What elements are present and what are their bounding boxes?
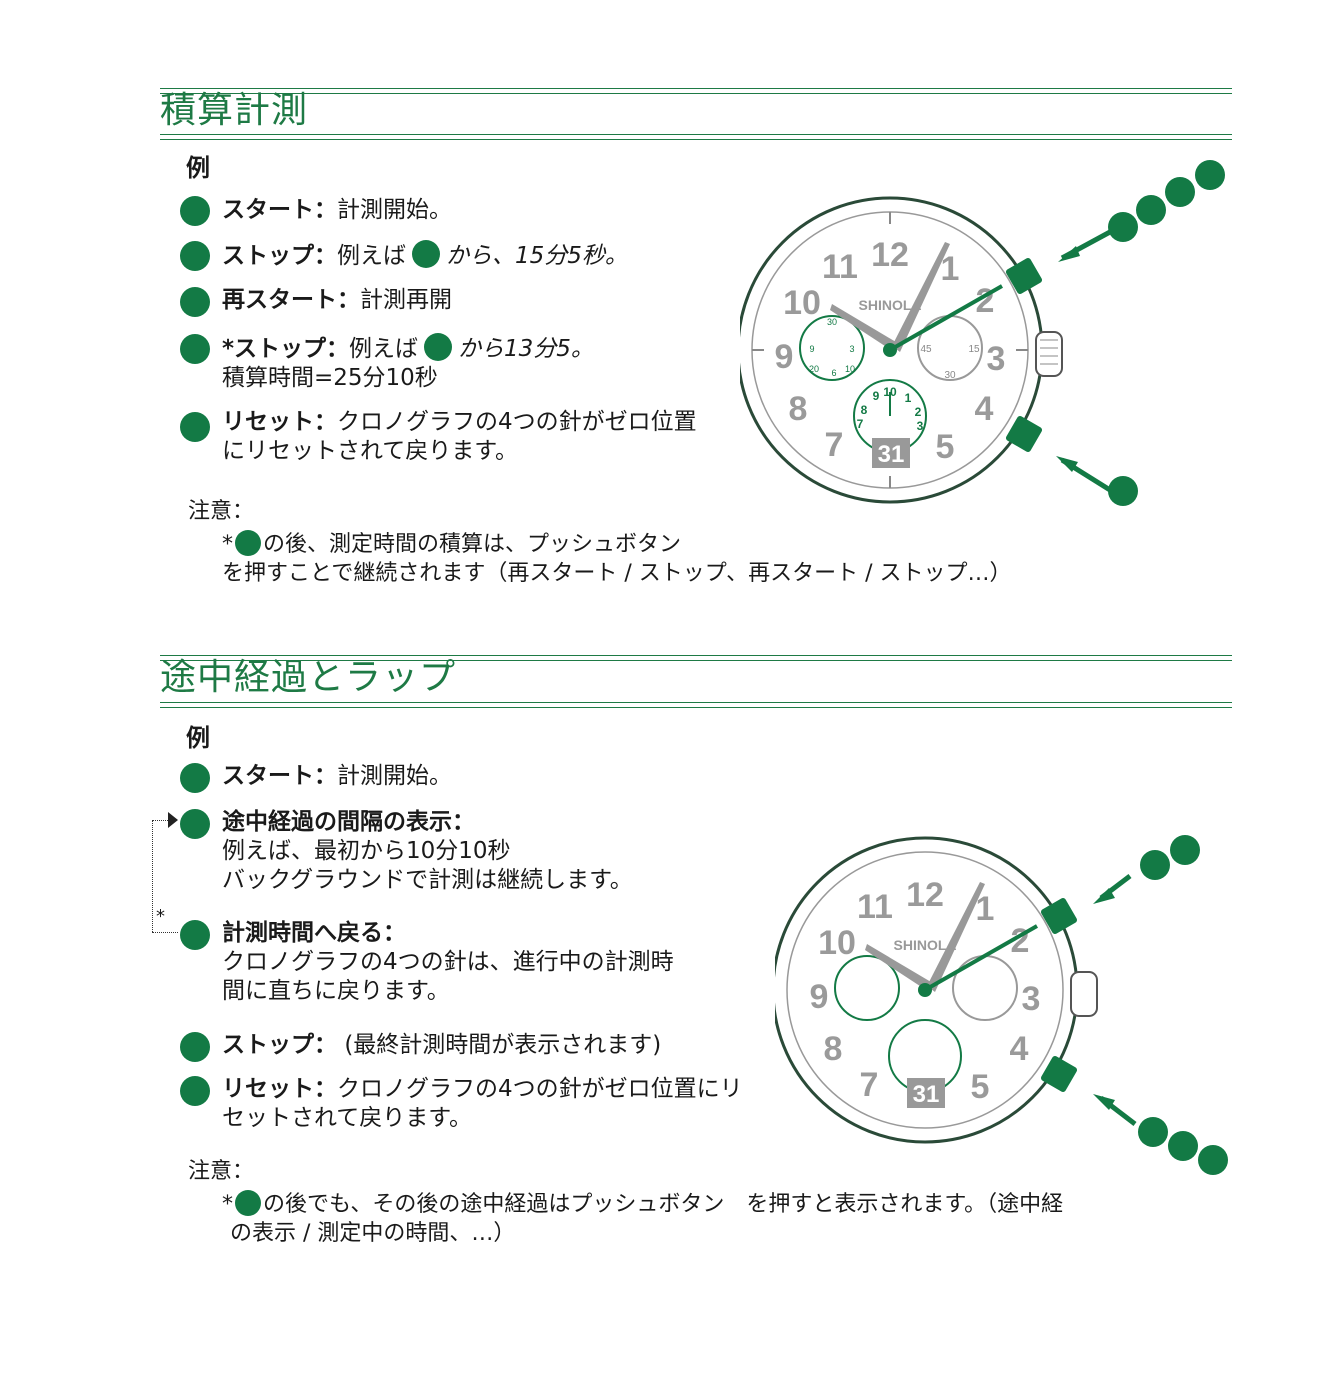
numeral-9: 9 bbox=[775, 338, 794, 376]
section1-example-label: 例 bbox=[186, 154, 210, 182]
section2-title: 途中経過とラップ bbox=[160, 657, 457, 698]
step-reset: リセット：クロノグラフの4つの針がゼロ位置にリ セットされて戻ります。 bbox=[222, 1076, 743, 1131]
numeral-5: 5 bbox=[936, 428, 955, 466]
pusher-marker bbox=[235, 530, 261, 556]
section1-bottom-rule bbox=[160, 134, 1232, 140]
step-bullet bbox=[180, 809, 210, 839]
step-restart: 再スタート：計測再開 bbox=[222, 287, 452, 313]
section2-example-label: 例 bbox=[186, 724, 210, 752]
svg-text:15: 15 bbox=[968, 344, 980, 355]
crown[interactable] bbox=[1035, 331, 1063, 377]
svg-text:10: 10 bbox=[818, 924, 856, 962]
date-window bbox=[907, 1078, 945, 1108]
numeral-10: 10 bbox=[783, 284, 821, 322]
loop-connector bbox=[152, 820, 170, 821]
step-bullet bbox=[180, 1032, 210, 1062]
arrow-icon bbox=[168, 812, 178, 828]
svg-text:45: 45 bbox=[920, 344, 932, 355]
pusher-bottom[interactable] bbox=[1040, 1055, 1078, 1093]
pusher-marker bbox=[424, 333, 453, 361]
pusher-marker bbox=[412, 240, 440, 268]
loop-connector bbox=[152, 932, 178, 933]
step-start: スタート：計測開始。 bbox=[222, 197, 452, 223]
numeral-3: 3 bbox=[987, 340, 1006, 378]
step-split: 途中経過の間隔の表示： 例えば、最初から10分10秒 バックグラウンドで計測は継… bbox=[222, 809, 633, 893]
section2-top-rule bbox=[160, 655, 1232, 661]
step-stop: ストップ： (最終計測時間が表示されます) bbox=[222, 1032, 662, 1058]
pusher-top[interactable] bbox=[1005, 257, 1043, 295]
svg-text:31: 31 bbox=[913, 1081, 940, 1108]
section2-note-title: 注意： bbox=[188, 1159, 255, 1184]
svg-text:10: 10 bbox=[845, 364, 855, 374]
step-reset: リセット：クロノグラフの4つの針がゼロ位置 にリセットされて戻ります。 bbox=[222, 409, 697, 464]
step-start: スタート：計測開始。 bbox=[222, 763, 452, 789]
svg-text:9: 9 bbox=[809, 344, 814, 354]
svg-text:9: 9 bbox=[873, 389, 880, 403]
svg-text:30: 30 bbox=[827, 317, 837, 327]
chronograph-watch-diagram: 12 1 2 3 4 5 7 8 9 10 11 SHINOLA 30 9 3 … bbox=[740, 160, 1225, 506]
brand-logo: SHINOLA bbox=[859, 297, 922, 313]
loop-connector bbox=[152, 820, 153, 932]
step-bullet bbox=[180, 412, 210, 442]
numeral-1: 1 bbox=[941, 250, 960, 288]
svg-text:1: 1 bbox=[976, 890, 995, 928]
section2-note: *の後でも、その後の途中経過はプッシュボタン を押すと表示されます。（途中経 の… bbox=[222, 1190, 1064, 1246]
svg-text:20: 20 bbox=[809, 364, 819, 374]
numeral-12: 12 bbox=[871, 236, 909, 274]
step-bullet bbox=[180, 287, 210, 317]
chronograph-watch-diagram: 12 1 2 3 4 5 7 8 9 10 11 SHINOLA 31 bbox=[775, 835, 1228, 1175]
date-text: 31 bbox=[878, 441, 905, 468]
step-return: 計測時間へ戻る： クロノグラフの4つの針は、進行中の計測時 間に直ちに戻ります。 bbox=[222, 920, 674, 1004]
svg-text:3: 3 bbox=[917, 419, 924, 433]
step-stop: ストップ：例えばから、15分5秒。 bbox=[222, 240, 628, 271]
crown[interactable] bbox=[1070, 971, 1098, 1017]
svg-text:11: 11 bbox=[857, 888, 893, 926]
numeral-11: 11 bbox=[822, 248, 858, 286]
step-bullet bbox=[180, 1076, 210, 1106]
subdial-left bbox=[799, 315, 865, 381]
svg-text:3: 3 bbox=[849, 344, 854, 354]
step-stop-2: *ストップ：例えばから13分5。 積算時間=25分10秒 bbox=[222, 333, 594, 393]
svg-text:12: 12 bbox=[906, 876, 944, 914]
section1-note-title: 注意： bbox=[188, 499, 255, 524]
svg-text:8: 8 bbox=[861, 403, 868, 417]
step-bullet bbox=[180, 196, 210, 226]
date-window bbox=[872, 438, 910, 468]
svg-text:7: 7 bbox=[860, 1066, 879, 1104]
pusher-top[interactable] bbox=[1040, 897, 1078, 935]
numeral-7: 7 bbox=[825, 426, 844, 464]
pusher-marker bbox=[235, 1190, 261, 1216]
step-bullet bbox=[180, 334, 210, 364]
section1-top-rule bbox=[160, 88, 1232, 94]
svg-text:30: 30 bbox=[944, 370, 956, 381]
svg-text:5: 5 bbox=[971, 1068, 990, 1106]
svg-text:6: 6 bbox=[831, 368, 836, 378]
step-bullet bbox=[180, 920, 210, 950]
svg-text:2: 2 bbox=[915, 405, 922, 419]
section1-note: *の後、測定時間の積算は、プッシュボタン を押すことで継続されます（再スタート … bbox=[222, 530, 1012, 586]
step-bullet bbox=[180, 763, 210, 793]
section2-bottom-rule bbox=[160, 702, 1232, 708]
svg-text:9: 9 bbox=[810, 978, 829, 1016]
svg-text:3: 3 bbox=[1022, 980, 1041, 1018]
asterisk: * bbox=[156, 906, 165, 927]
svg-text:7: 7 bbox=[857, 417, 864, 431]
section1-title: 積算計測 bbox=[160, 90, 309, 131]
svg-text:4: 4 bbox=[1010, 1030, 1029, 1068]
svg-text:1: 1 bbox=[905, 391, 912, 405]
pusher-bottom[interactable] bbox=[1005, 415, 1043, 453]
numeral-8: 8 bbox=[789, 390, 808, 428]
numeral-4: 4 bbox=[975, 390, 994, 428]
step-bullet bbox=[180, 241, 210, 271]
svg-text:8: 8 bbox=[824, 1030, 843, 1068]
brand-logo: SHINOLA bbox=[894, 937, 957, 953]
